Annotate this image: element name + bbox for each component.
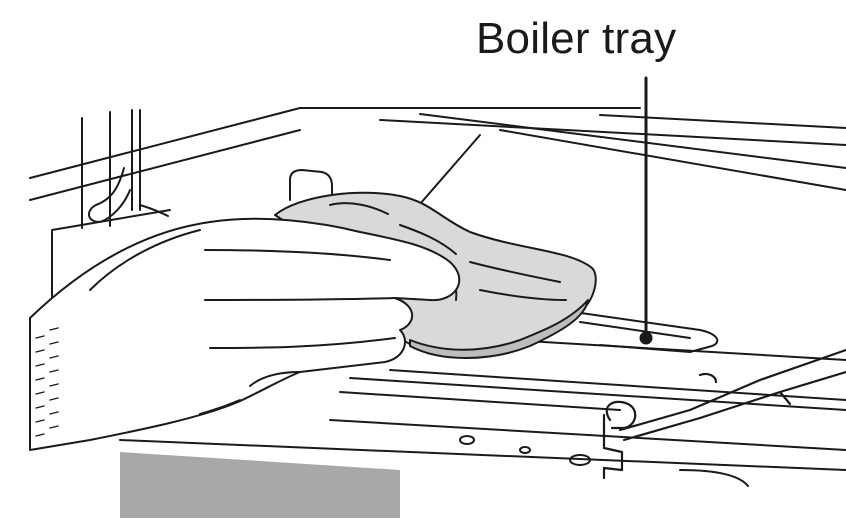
wire-rack bbox=[602, 348, 846, 480]
front-rails bbox=[119, 377, 846, 471]
hand bbox=[29, 217, 461, 451]
left-posts bbox=[81, 109, 169, 229]
plate-holes bbox=[459, 435, 591, 466]
base-outline bbox=[679, 469, 749, 487]
oven-housing-top bbox=[29, 107, 846, 251]
callout-label: Boiler tray bbox=[476, 14, 677, 63]
glove-cuff bbox=[35, 327, 59, 437]
callout-dot bbox=[639, 331, 653, 345]
floor-shadow bbox=[120, 452, 400, 518]
